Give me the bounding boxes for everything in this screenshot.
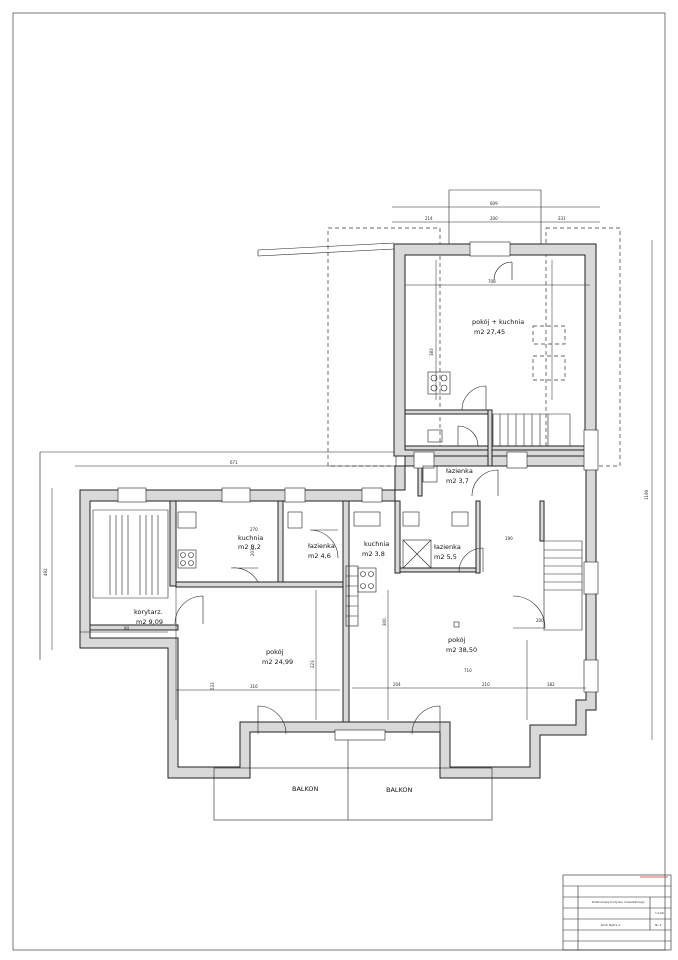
balcony-label-left: BALKON: [292, 785, 319, 793]
dim-top-c: 231: [558, 216, 566, 221]
dashed-outline-left: [327, 227, 441, 467]
title-block-line1: Rozbudowa budynku mieszkalnego: [592, 900, 645, 904]
room-area-pokoj-kuchnia: m2 27,45: [474, 328, 505, 336]
title-block-sheet: Nr 4: [655, 923, 661, 927]
upper-block-walls-fill: [393, 243, 597, 457]
dim-right-height: 1190: [644, 489, 649, 500]
room-name-pokoj-left: pokój: [266, 648, 284, 656]
room-name-pokoj-kuchnia: pokój + kuchnia: [472, 318, 524, 326]
room-area-kuchnia-mid: m2 3,8: [362, 550, 385, 558]
stairs: [92, 413, 583, 631]
room-area-pokoj-right: m2 38,50: [446, 646, 477, 654]
dim-room-h-d: 300: [382, 618, 387, 626]
canopy-outline: [257, 242, 395, 257]
dim-left-height: 492: [43, 568, 48, 576]
room-name-kuchnia-left: kuchnia: [238, 534, 263, 542]
title-block: Rozbudowa budynku mieszkalnego Rzut Pięt…: [562, 874, 672, 951]
balconies: [213, 740, 493, 821]
room-area-korytarz: m2 9,09: [136, 618, 163, 626]
room-area-lazienka-left: m2 4,6: [308, 552, 331, 560]
dim-left-total: 671: [230, 460, 238, 465]
room-name-korytarz: korytarz.: [134, 608, 163, 616]
dim-mid-c: 182: [547, 682, 555, 687]
title-block-scale: 1:100: [655, 911, 664, 915]
dim-lower-left-width: 316: [250, 684, 258, 689]
dim-door-b: 200: [536, 618, 544, 623]
title-block-line2: Rzut Piętra 2: [601, 923, 620, 927]
dim-top-a: 214: [425, 216, 433, 221]
skylight-outlines: [532, 325, 566, 381]
room-name-lazienka-mid: łazienka: [434, 543, 461, 551]
dim-top-total: 609: [490, 201, 498, 206]
room-area-lazienka-top: m2 3,7: [446, 477, 469, 485]
dim-kitchen-w: 270: [250, 527, 258, 532]
room-name-pokoj-right: pokój: [448, 636, 466, 644]
dim-upper-height: 383: [429, 348, 434, 356]
dimension-lines: [51, 206, 653, 740]
terrace-outline: [39, 451, 397, 660]
dim-upper-width: 708: [488, 279, 496, 284]
room-area-lazienka-mid: m2 5,5: [434, 553, 457, 561]
dim-room-h-a: 533: [210, 682, 215, 690]
dim-room-h-c: 203: [250, 548, 255, 556]
room-area-kuchnia-left: m2 8,2: [238, 543, 261, 551]
dim-mid-b: 210: [482, 682, 490, 687]
room-labels: pokój + kuchnia m2 27,45 łazienka m2 3,7…: [134, 318, 524, 666]
room-name-lazienka-top: łazienka: [446, 467, 473, 475]
dim-room-h-b: 223: [310, 660, 315, 668]
upper-block-walls: [394, 243, 597, 457]
room-name-lazienka-left: łazienka: [308, 542, 335, 550]
dim-top-b: 200: [490, 216, 498, 221]
dim-lower-right-width: 710: [464, 668, 472, 673]
room-name-kuchnia-mid: kuchnia: [364, 540, 389, 548]
balcony-label-right: BALKON: [386, 786, 413, 794]
sheet-frame: [12, 12, 666, 951]
room-area-pokoj-left: m2 24,99: [262, 658, 293, 666]
fixtures: [177, 371, 469, 628]
doors: [174, 261, 546, 735]
dim-stair-w: 190: [505, 536, 513, 541]
dormer-outline: [448, 189, 542, 248]
windows: [117, 241, 599, 741]
dim-door-a: 80: [124, 626, 130, 631]
dim-mid-a: 204: [393, 682, 401, 687]
dashed-outline-right: [545, 227, 621, 467]
